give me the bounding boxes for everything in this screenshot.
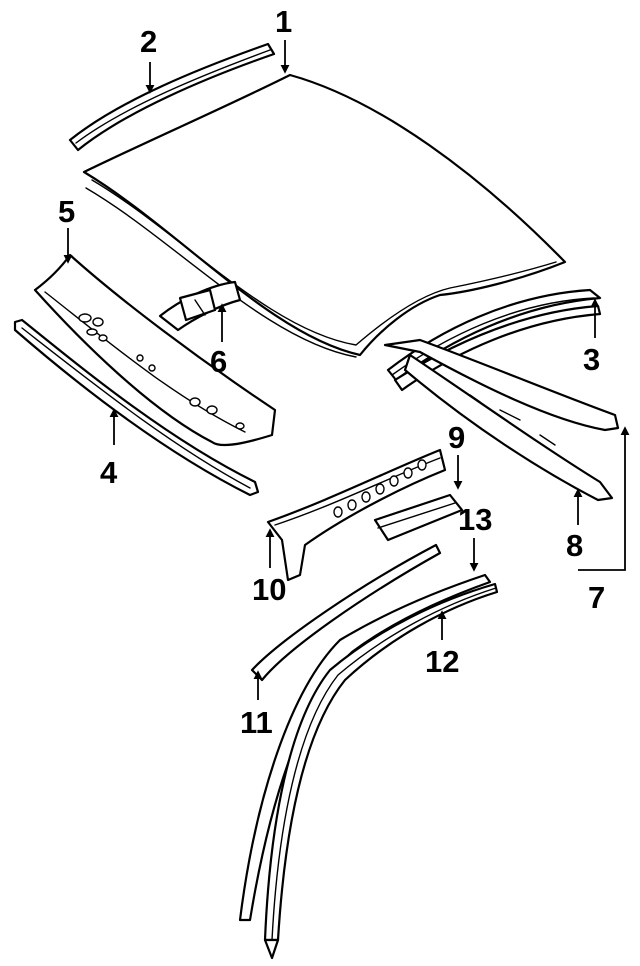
callout-10: 10	[252, 572, 286, 607]
callout-1: 1	[275, 4, 292, 39]
front-reinforcement-part	[13, 318, 260, 497]
front-header-panel-part	[33, 253, 277, 447]
roof-panel-part	[82, 73, 567, 358]
weatherstrip-part	[250, 543, 442, 682]
callout-4: 4	[100, 455, 118, 490]
roof-bracket-part	[158, 280, 242, 332]
roof-molding-front-part	[68, 42, 276, 152]
callout-labels: 1 2 3 4 5 6 7 8 9 10 11 12 13	[58, 4, 605, 740]
leader-lines	[63, 40, 630, 700]
side-rail-part	[383, 338, 620, 502]
callout-8: 8	[566, 528, 583, 563]
pillar-bracket-part	[266, 448, 447, 582]
inner-reinforcement-part	[373, 493, 464, 542]
callout-11: 11	[240, 705, 273, 740]
callout-13: 13	[458, 502, 492, 537]
leader-7	[578, 426, 630, 571]
callout-2: 2	[140, 24, 157, 59]
callout-6: 6	[210, 344, 227, 379]
callout-12: 12	[425, 644, 459, 679]
callout-9: 9	[448, 420, 465, 455]
callout-3: 3	[583, 342, 600, 377]
outer-molding-part	[263, 582, 499, 960]
callout-5: 5	[58, 194, 75, 229]
callout-7: 7	[588, 580, 605, 615]
